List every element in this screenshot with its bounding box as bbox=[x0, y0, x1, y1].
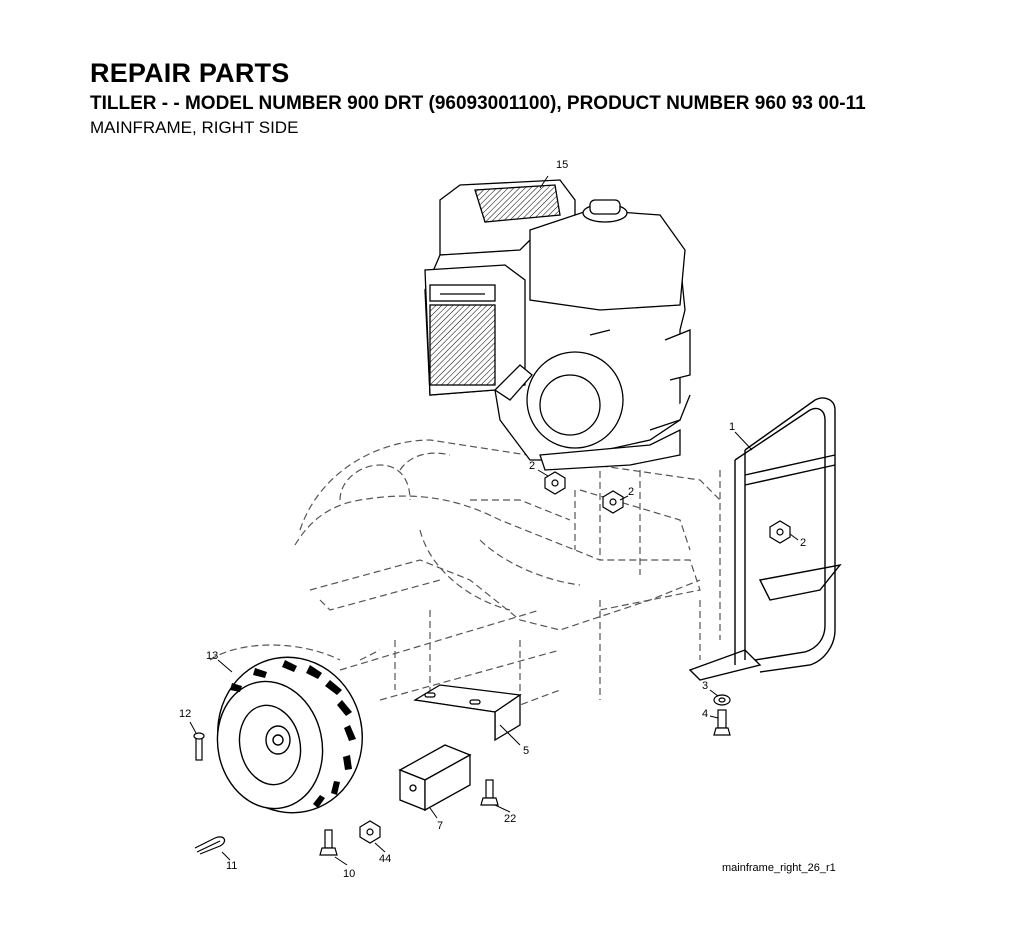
wheel-weight bbox=[398, 744, 472, 812]
section-title: MAINFRAME, RIGHT SIDE bbox=[90, 118, 299, 137]
page-title: REPAIR PARTS bbox=[90, 58, 290, 88]
callout-44: 44 bbox=[379, 853, 391, 865]
callout-7: 7 bbox=[437, 820, 443, 832]
callout-11: 11 bbox=[226, 860, 237, 872]
callout-15: 15 bbox=[556, 159, 568, 171]
callout-3: 3 bbox=[702, 680, 708, 692]
wheel-tire bbox=[216, 656, 363, 814]
mainframe-phantom bbox=[209, 439, 721, 721]
callout-5: 5 bbox=[523, 745, 529, 757]
callout-13: 13 bbox=[206, 650, 218, 662]
bumper-frame bbox=[688, 397, 842, 681]
callout-22: 22 bbox=[504, 813, 516, 825]
leader-lines bbox=[189, 175, 799, 866]
callout-2b: 2 bbox=[628, 486, 634, 498]
bracket bbox=[413, 684, 522, 742]
callout-1: 1 bbox=[729, 421, 735, 433]
engine bbox=[424, 179, 691, 471]
hardware bbox=[193, 471, 791, 856]
callout-10: 10 bbox=[343, 868, 355, 880]
callout-2c: 2 bbox=[800, 537, 806, 549]
diagram-filename: mainframe_right_26_r1 bbox=[722, 862, 836, 874]
model-subtitle: TILLER - - MODEL NUMBER 900 DRT (9609300… bbox=[90, 93, 866, 114]
callout-4: 4 bbox=[702, 708, 708, 720]
callouts: 15 1 2 2 2 3 4 5 7 10 11 12 13 22 44 bbox=[179, 159, 806, 880]
callout-12: 12 bbox=[179, 708, 191, 720]
callout-2a: 2 bbox=[529, 460, 535, 472]
